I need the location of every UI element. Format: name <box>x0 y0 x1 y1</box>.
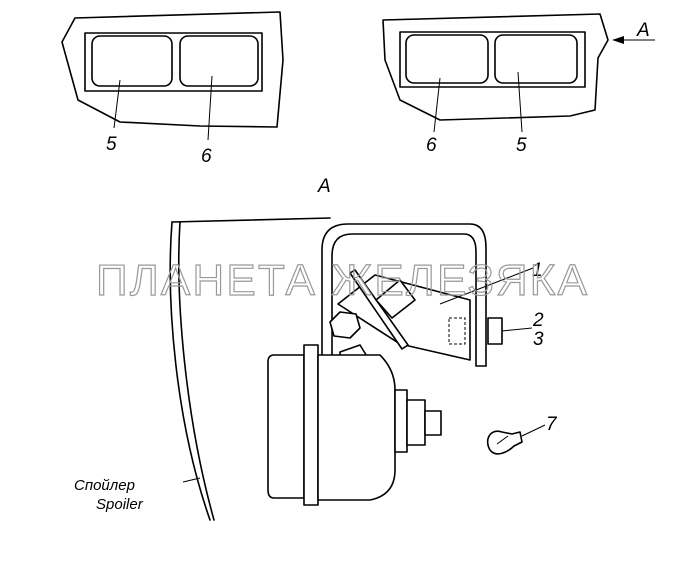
callout-7: 7 <box>546 414 558 435</box>
left-lamp-panel <box>61 11 284 141</box>
right-label-6: 6 <box>426 135 437 156</box>
callout-1: 1 <box>532 260 543 281</box>
view-arrow <box>612 36 655 44</box>
bracket <box>321 223 534 367</box>
spoiler <box>169 217 331 521</box>
watermark: ПЛАНЕТА ЖЕЛЕЗЯКА <box>96 256 588 305</box>
right-label-5: 5 <box>516 135 527 156</box>
callout-3: 3 <box>533 329 544 350</box>
callout-2: 2 <box>532 310 544 331</box>
arrow-label: A <box>636 20 650 41</box>
view-label: A <box>317 176 331 197</box>
right-lamp-panel <box>382 13 609 133</box>
bulb <box>486 424 546 455</box>
left-label-5: 5 <box>106 134 117 155</box>
fog-lamp <box>267 344 442 506</box>
spoiler-label-ru: Спойлер <box>74 477 135 494</box>
spoiler-label-en: Spoiler <box>96 496 144 513</box>
left-label-6: 6 <box>201 146 212 167</box>
